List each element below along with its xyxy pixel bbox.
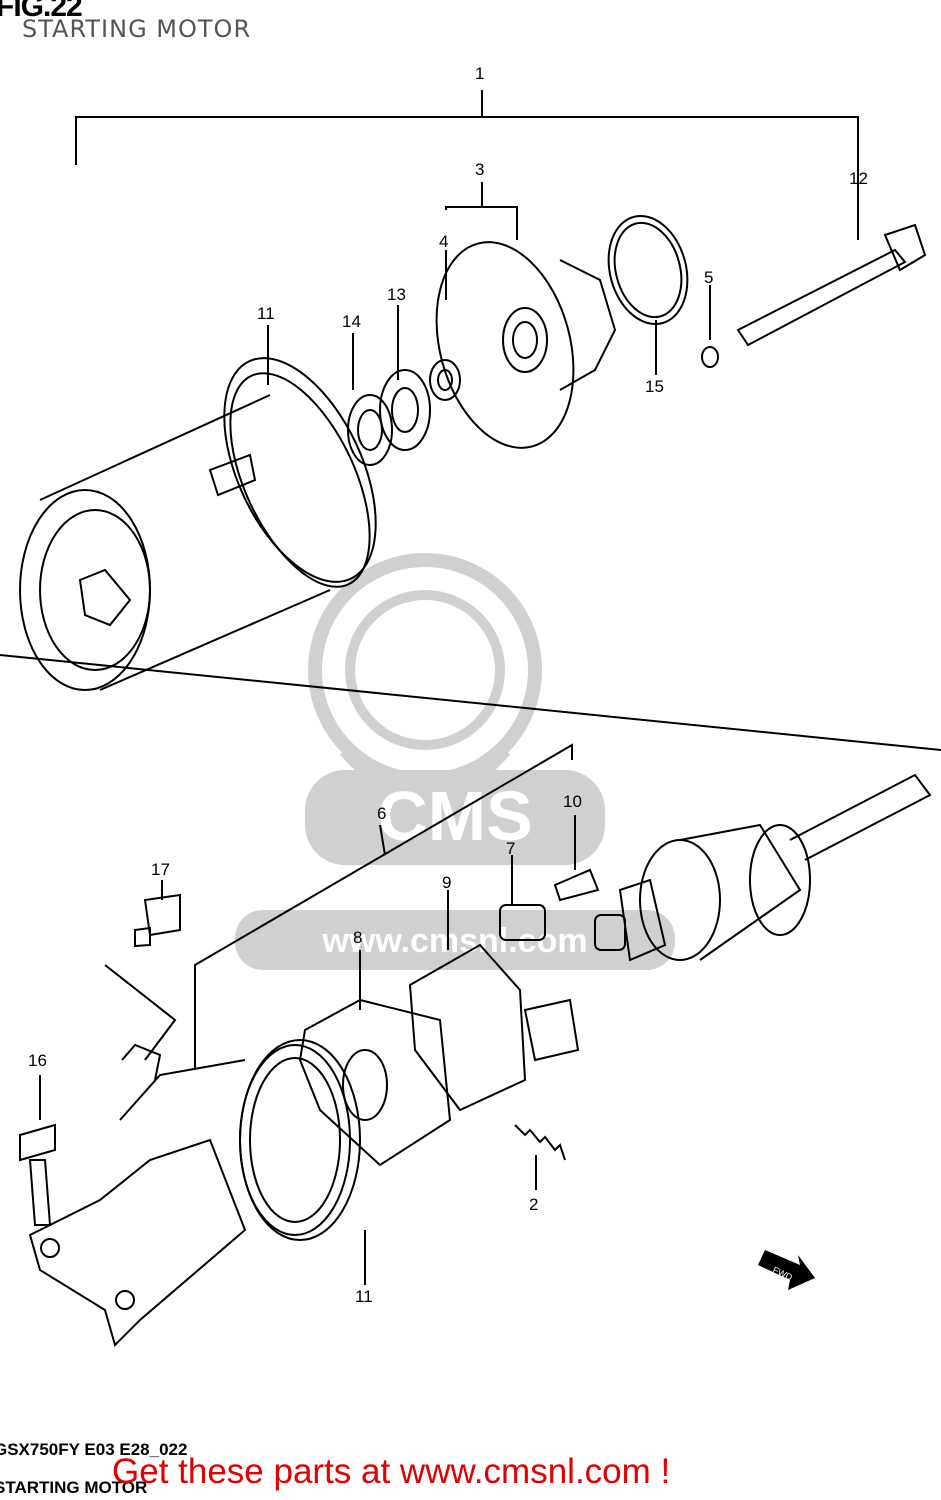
watermark-logo-text: CMS — [377, 777, 533, 855]
callout-2: 2 — [529, 1195, 539, 1214]
callout-6: 6 — [377, 804, 387, 823]
figure-subtitle: STARTING MOTOR — [22, 15, 252, 43]
callout-9: 9 — [442, 873, 452, 892]
callout-3: 3 — [475, 160, 485, 179]
armature — [594, 773, 932, 962]
callout-11-lower: 11 — [355, 1287, 373, 1306]
callout-4: 4 — [439, 232, 449, 251]
promo-link[interactable]: Get these parts at www.cmsnl.com ! — [112, 1452, 671, 1491]
watermark-url: www.cmsnl.com — [321, 922, 587, 960]
callout-15: 15 — [645, 377, 664, 396]
callout-16: 16 — [28, 1051, 47, 1070]
callout-5: 5 — [704, 268, 714, 287]
callout-12: 12 — [849, 169, 868, 188]
footer-title: STARTING MOTOR — [0, 1478, 148, 1497]
end-bracket — [28, 1043, 351, 1347]
fwd-arrow-icon: FWD — [758, 1250, 815, 1290]
callout-1: 1 — [475, 64, 485, 83]
callout-13: 13 — [387, 285, 406, 304]
callout-8: 8 — [353, 928, 363, 947]
callout-14: 14 — [342, 312, 361, 331]
callout-7: 7 — [506, 839, 516, 858]
callout-11-upper: 11 — [257, 304, 275, 323]
callout-10: 10 — [563, 792, 582, 811]
cms-watermark-logo: CMS www.cmsnl.com — [235, 553, 675, 970]
callout-17: 17 — [151, 860, 170, 879]
figure-number: FIG.22 — [0, 0, 83, 23]
yoke-housing — [19, 372, 371, 691]
model-code: GSX750FY E03 E28_022 — [0, 1440, 188, 1459]
end-cover — [435, 241, 617, 449]
